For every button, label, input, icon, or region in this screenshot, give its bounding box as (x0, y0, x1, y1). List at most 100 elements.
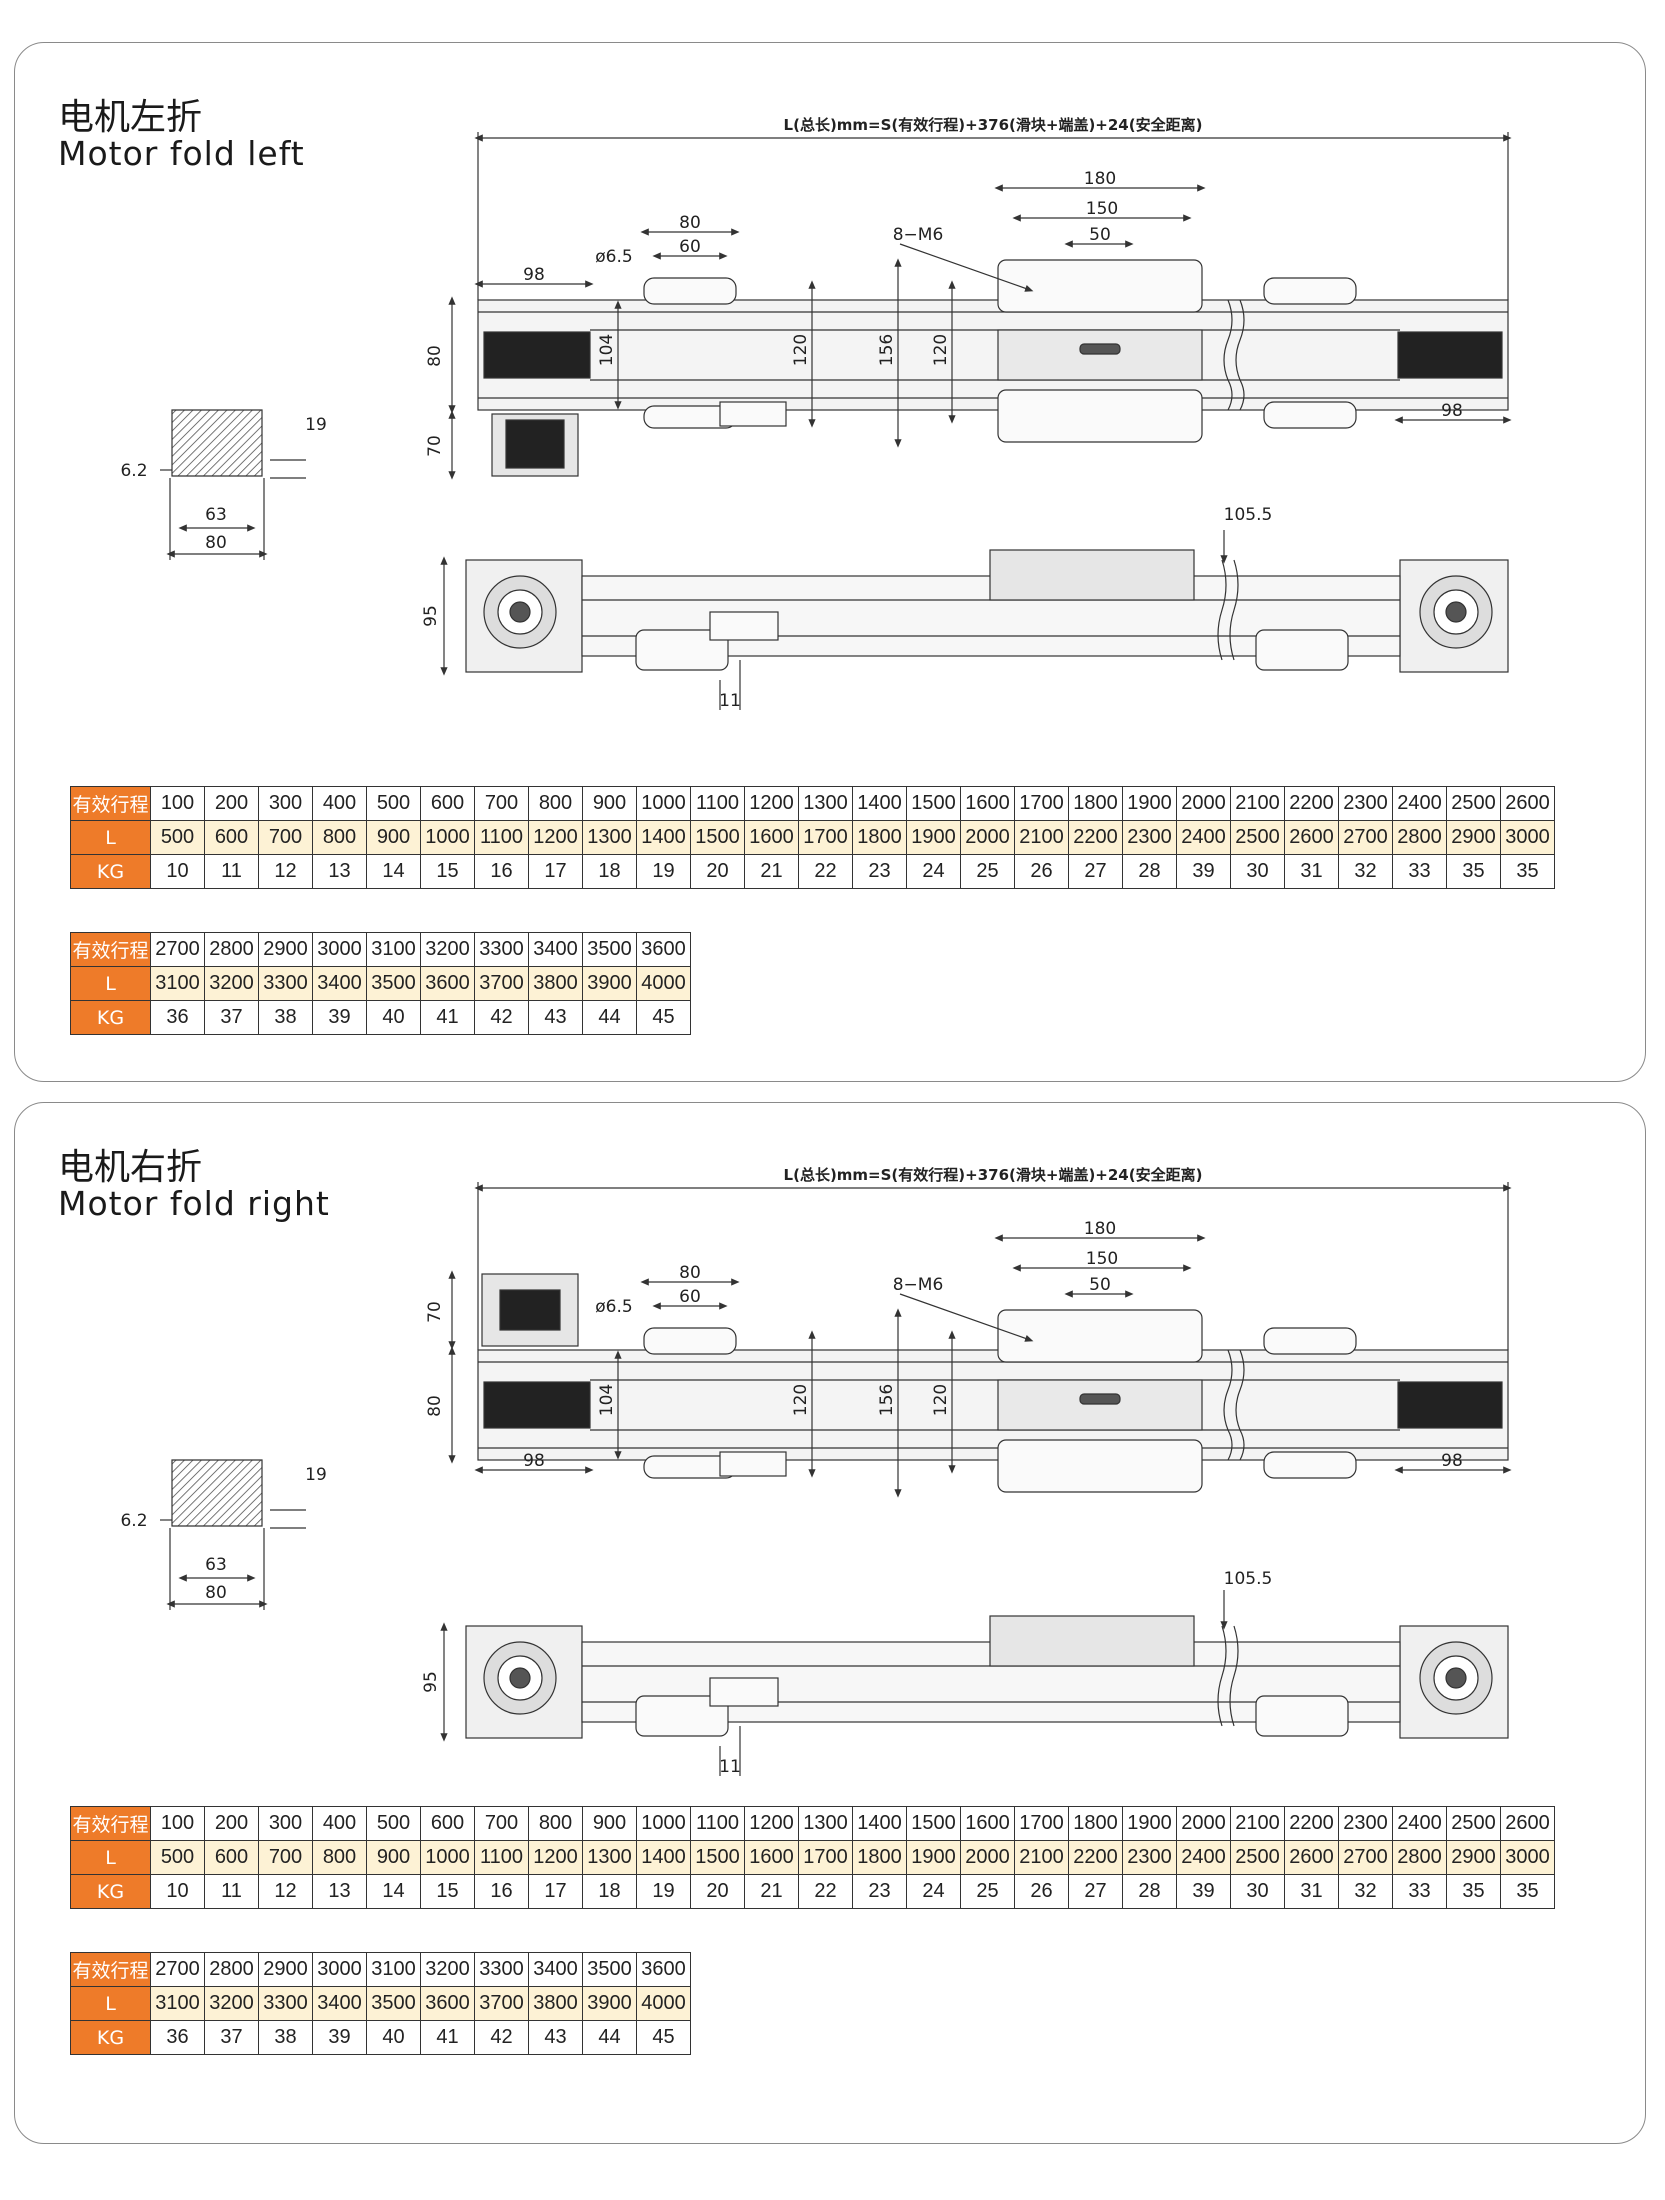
table-cell: 3900 (582, 1986, 637, 2021)
table-cell: 2000 (960, 820, 1015, 855)
table-cell: 2600 (1500, 1806, 1555, 1841)
table-cell: 28 (1122, 854, 1177, 889)
dim-50: 50 (1089, 1275, 1111, 1295)
table-cell: 3400 (528, 1952, 583, 1987)
table-cell: 3100 (366, 1952, 421, 1987)
table-cell: 3300 (258, 1986, 313, 2021)
dim-150: 150 (1086, 199, 1118, 219)
table-cell: 1600 (744, 1840, 799, 1875)
table-cell: 2700 (150, 1952, 205, 1987)
table-cell: 2700 (1338, 820, 1393, 855)
table-cell: 24 (906, 1874, 961, 1909)
dim-98-left: 98 (523, 265, 545, 285)
table-cell: 3000 (1500, 1840, 1555, 1875)
table-cell: 1200 (528, 1840, 583, 1875)
table-cell: 2200 (1068, 820, 1123, 855)
table-cell: 28 (1122, 1874, 1177, 1909)
table-cell: 2700 (1338, 1840, 1393, 1875)
table-cell: 1900 (1122, 1806, 1177, 1841)
table-cell: 22 (798, 1874, 853, 1909)
table-cell: 2200 (1284, 786, 1339, 821)
dim-98-left: 98 (523, 1451, 545, 1471)
dim-p80: 80 (205, 533, 227, 553)
row-label: L (70, 820, 151, 855)
table-cell: 1800 (1068, 1806, 1123, 1841)
table-cell: 19 (636, 1874, 691, 1909)
table-cell: 3600 (636, 1952, 691, 1987)
table-cell: 3300 (258, 966, 313, 1001)
table-cell: 43 (528, 1000, 583, 1035)
table-cell: 27 (1068, 854, 1123, 889)
table-cell: 400 (312, 786, 367, 821)
table-cell: 100 (150, 786, 205, 821)
dim-180: 180 (1084, 169, 1116, 189)
table-cell: 600 (204, 820, 259, 855)
table-cell: 41 (420, 1000, 475, 1035)
table-cell: 2500 (1446, 1806, 1501, 1841)
table-cell: 1400 (852, 786, 907, 821)
table-cell: 1400 (852, 1806, 907, 1841)
table-cell: 1400 (636, 1840, 691, 1875)
table-cell: 1200 (528, 820, 583, 855)
table-cell: 3600 (420, 966, 475, 1001)
table-cell: 1300 (798, 1806, 853, 1841)
table-cell: 3800 (528, 1986, 583, 2021)
table-cell: 1100 (474, 820, 529, 855)
table-cell: 3500 (582, 932, 637, 967)
row-label: KG (70, 1000, 151, 1035)
table-cell: 16 (474, 854, 529, 889)
dim-v104: 104 (597, 1384, 617, 1416)
table-cell: 3700 (474, 1986, 529, 2021)
dim-s11: 11 (719, 1757, 741, 1777)
table-cell: 2200 (1284, 1806, 1339, 1841)
formula-label: L(总长)mm=S(有效行程)+376(滑块+端盖)+24(安全距离) (784, 1166, 1203, 1184)
row-label: L (70, 966, 151, 1001)
table-cell: 1600 (744, 820, 799, 855)
table-cell: 2400 (1176, 820, 1231, 855)
table-cell: 900 (366, 1840, 421, 1875)
table-cell: 1700 (1014, 1806, 1069, 1841)
table-cell: 17 (528, 1874, 583, 1909)
table-cell: 12 (258, 854, 313, 889)
table-cell: 20 (690, 854, 745, 889)
table-cell: 3800 (528, 966, 583, 1001)
dim-m6: 8−M6 (893, 225, 944, 245)
table-cell: 2100 (1230, 786, 1285, 821)
table-cell: 1800 (1068, 786, 1123, 821)
table-cell: 200 (204, 786, 259, 821)
table-cell: 39 (312, 1000, 367, 1035)
table-cell: 1600 (960, 1806, 1015, 1841)
table-cell: 36 (150, 2020, 205, 2055)
table-cell: 40 (366, 1000, 421, 1035)
table-cell: 45 (636, 2020, 691, 2055)
table-cell: 45 (636, 1000, 691, 1035)
table-cell: 700 (258, 1840, 313, 1875)
table-cell: 1800 (852, 820, 907, 855)
table-cell: 3100 (150, 1986, 205, 2021)
table-cell: 12 (258, 1874, 313, 1909)
table-cell: 38 (258, 1000, 313, 1035)
table-cell: 1000 (636, 1806, 691, 1841)
dim-s95: 95 (421, 1671, 441, 1693)
table-cell: 44 (582, 1000, 637, 1035)
table-cell: 1300 (582, 1840, 637, 1875)
table-cell: 700 (258, 820, 313, 855)
dim-s1055: 105.5 (1224, 505, 1273, 525)
table-cell: 35 (1500, 1874, 1555, 1909)
dim-m6: 8−M6 (893, 1275, 944, 1295)
row-label: KG (70, 854, 151, 889)
table-cell: 1300 (582, 820, 637, 855)
table-cell: 800 (528, 786, 583, 821)
table-cell: 300 (258, 786, 313, 821)
table-cell: 800 (312, 820, 367, 855)
table-cell: 1400 (636, 820, 691, 855)
table-cell: 3400 (312, 966, 367, 1001)
table-cell: 3100 (366, 932, 421, 967)
table-cell: 3000 (312, 1952, 367, 1987)
